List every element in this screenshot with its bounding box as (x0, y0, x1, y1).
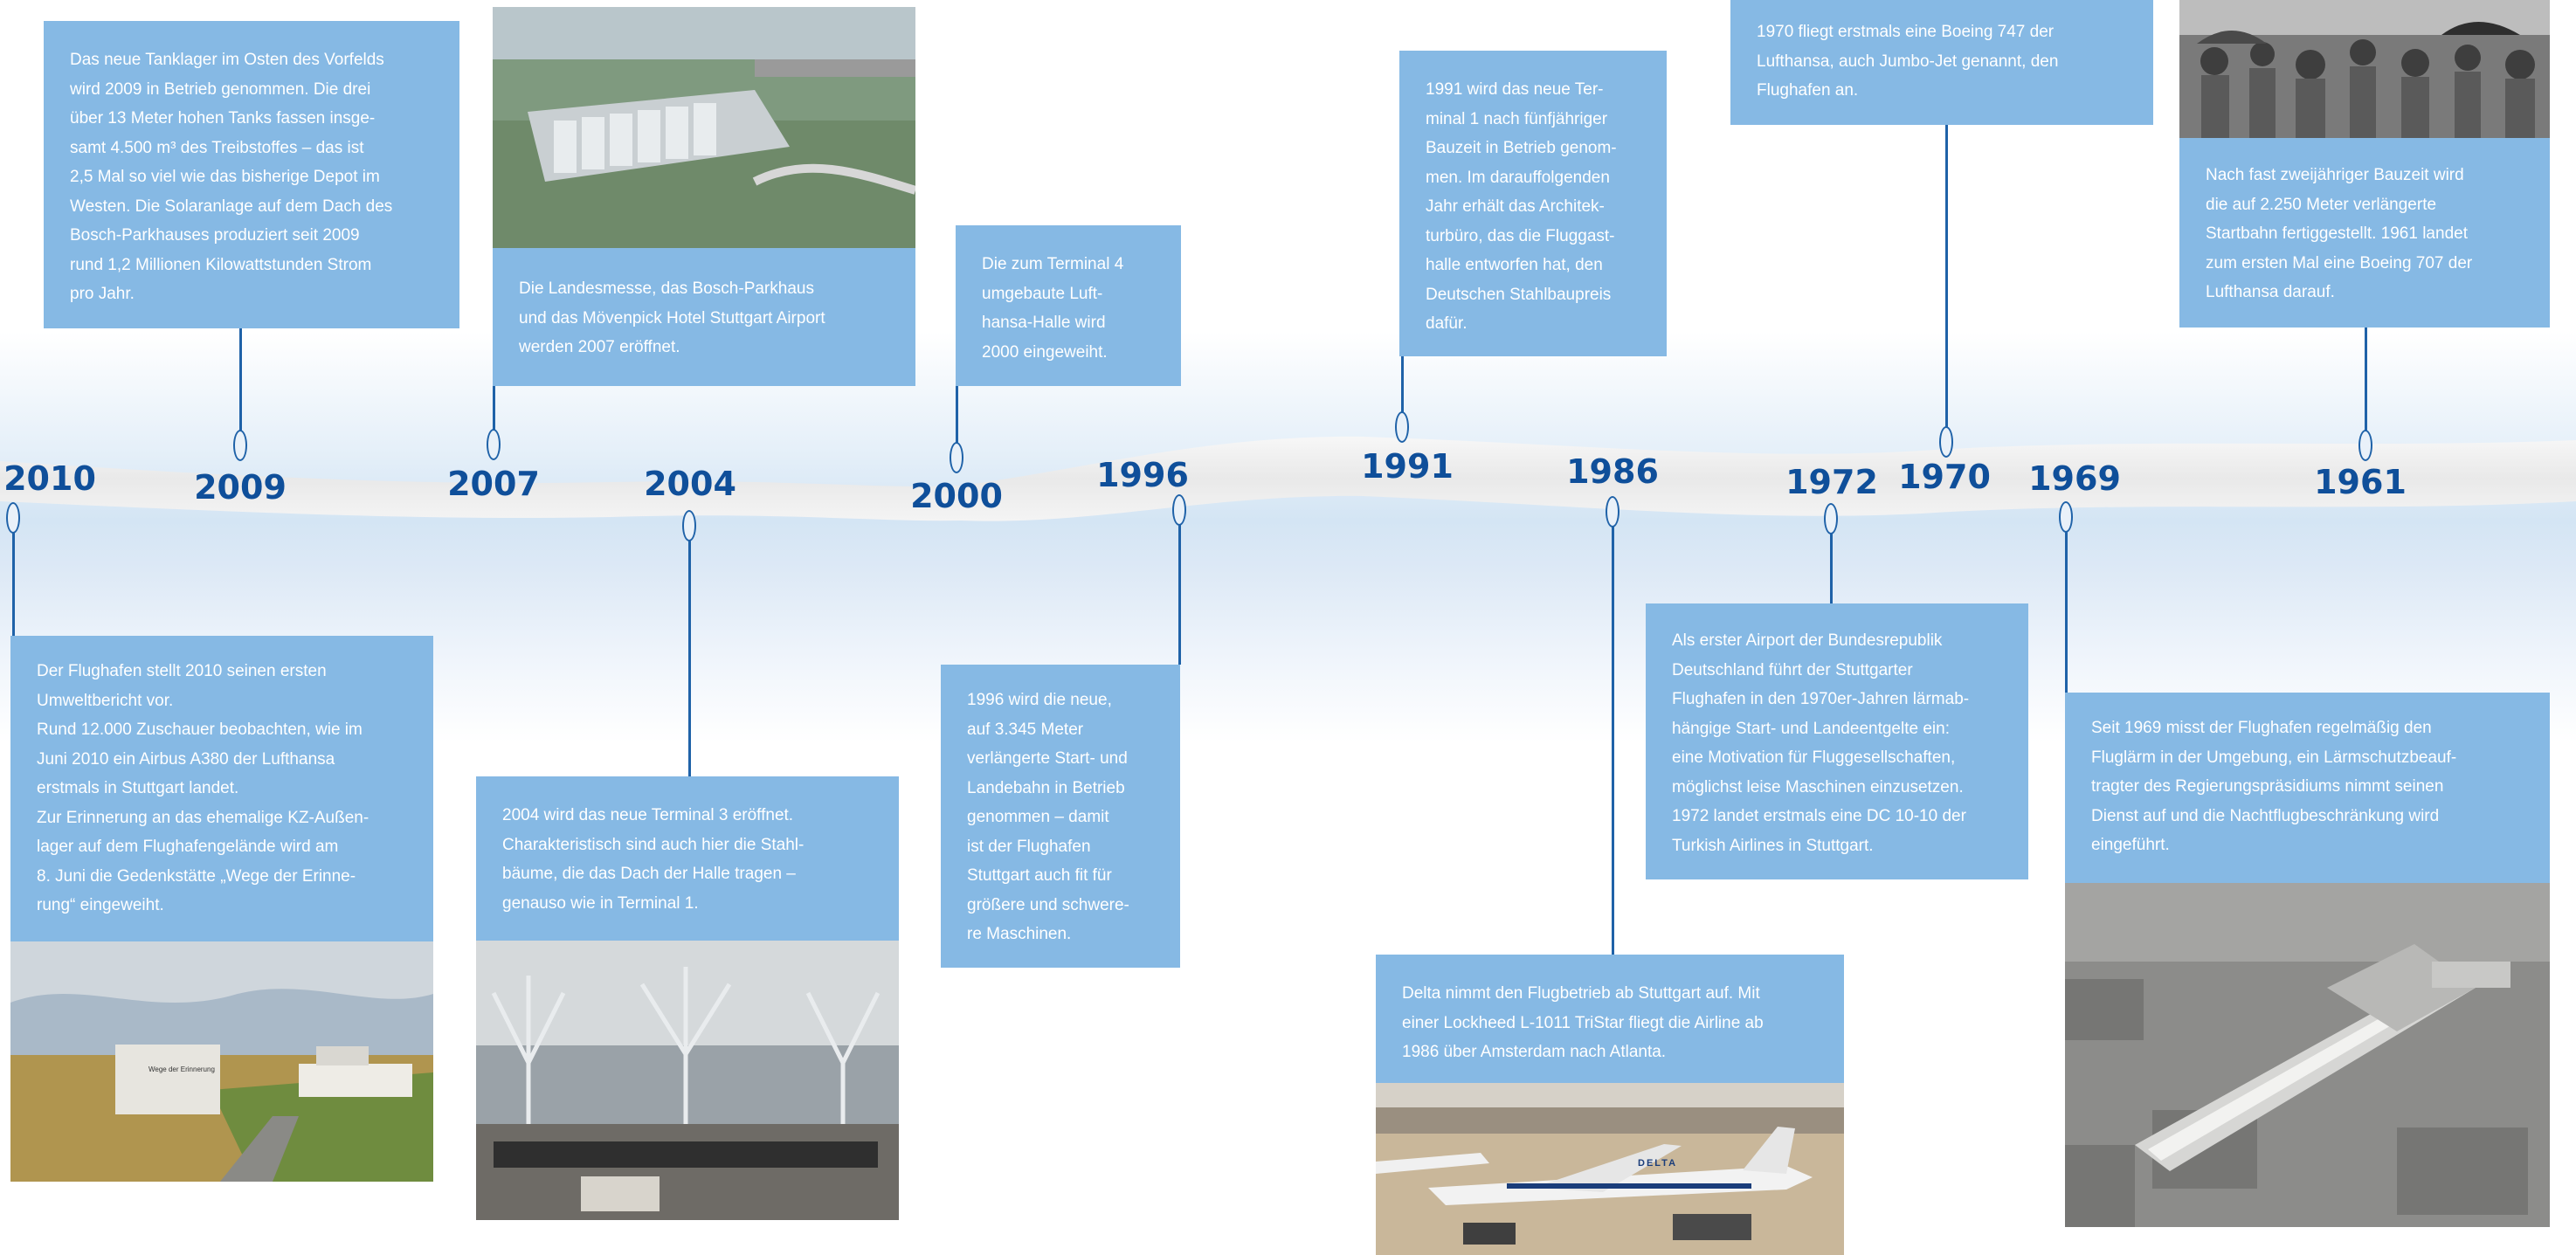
connector-1996 (1178, 525, 1181, 665)
event-1969-text: Seit 1969 misst der Flughafen regelmäßig… (2091, 719, 2457, 854)
connector-1969 (2065, 532, 2068, 693)
connector-2000 (956, 386, 958, 444)
year-2007: 2007 (447, 465, 540, 503)
event-2010-box: Der Flughafen stellt 2010 seinen ersten … (10, 636, 433, 941)
marker-1972 (1824, 503, 1838, 534)
event-2000-text: Die zum Terminal 4 umgebaute Luft- hansa… (982, 255, 1124, 362)
marker-1986 (1606, 496, 1619, 528)
year-2010: 2010 (3, 459, 96, 498)
photo-crowd-umbrellas (2179, 0, 2550, 138)
connector-1986 (1612, 527, 1614, 955)
event-2007-box: Die Landesmesse, das Bosch-Parkhaus und … (493, 248, 915, 386)
marker-2009 (233, 430, 247, 461)
event-1961-text: Nach fast zweijähriger Bauzeit wird die … (2206, 166, 2473, 301)
connector-2004 (688, 541, 691, 776)
marker-1996 (1172, 494, 1186, 526)
photo-airport-aerial-1969 (2065, 883, 2550, 1227)
event-1970-box: 1970 fliegt erstmals eine Boeing 747 der… (1730, 0, 2153, 125)
photo-memorial-site: Wege der Erinnerung (10, 941, 433, 1182)
marker-2000 (950, 442, 963, 473)
marker-1969 (2059, 501, 2073, 533)
marker-1970 (1939, 426, 1953, 458)
event-1972-text: Als erster Airport der Bundesrepublik De… (1672, 631, 1970, 855)
memorial-sign-text: Wege der Erinnerung (148, 1065, 215, 1073)
connector-2010 (12, 533, 15, 636)
event-1970-text: 1970 fliegt erstmals eine Boeing 747 der… (1757, 23, 2059, 100)
marker-1961 (2358, 430, 2372, 461)
event-2004-box: 2004 wird das neue Terminal 3 eröffnet. … (476, 776, 899, 941)
connector-1972 (1830, 534, 1833, 603)
year-1970: 1970 (1898, 458, 1991, 496)
connector-1970 (1945, 125, 1948, 429)
event-1961-box: Nach fast zweijähriger Bauzeit wird die … (2179, 138, 2550, 328)
event-2009-box: Das neue Tanklager im Osten des Vorfelds… (44, 21, 459, 328)
photo-landesmesse-aerial (493, 7, 915, 259)
year-1972: 1972 (1785, 463, 1878, 501)
event-1986-box: Delta nimmt den Flugbetrieb ab Stuttgart… (1376, 955, 1844, 1083)
connector-2007 (493, 386, 495, 431)
marker-2010 (6, 502, 20, 534)
year-2009: 2009 (194, 468, 287, 507)
event-2000-box: Die zum Terminal 4 umgebaute Luft- hansa… (956, 225, 1181, 386)
year-2004: 2004 (644, 465, 736, 503)
photo-terminal3-hall (476, 941, 899, 1220)
event-2010-text: Der Flughafen stellt 2010 seinen ersten … (37, 662, 369, 914)
connector-1991 (1401, 356, 1404, 414)
year-2000: 2000 (910, 477, 1003, 515)
year-1961: 1961 (2314, 463, 2407, 501)
year-1996: 1996 (1096, 456, 1189, 494)
event-1996-text: 1996 wird die neue, auf 3.345 Meter verl… (967, 691, 1129, 943)
marker-2004 (682, 510, 696, 541)
event-2007-text: Die Landesmesse, das Bosch-Parkhaus und … (519, 279, 825, 356)
year-1986: 1986 (1566, 452, 1659, 491)
connector-1961 (2365, 328, 2367, 432)
marker-2007 (487, 429, 501, 460)
year-1991: 1991 (1361, 447, 1454, 486)
marker-1991 (1395, 411, 1409, 443)
event-1986-text: Delta nimmt den Flugbetrieb ab Stuttgart… (1402, 984, 1764, 1061)
event-1996-box: 1996 wird die neue, auf 3.345 Meter verl… (941, 665, 1180, 968)
plane-livery-text: DELTA (1638, 1158, 1678, 1169)
event-1991-box: 1991 wird das neue Ter- minal 1 nach fün… (1399, 51, 1667, 356)
event-1972-box: Als erster Airport der Bundesrepublik De… (1646, 603, 2028, 879)
photo-delta-tristar: DELTA (1376, 1083, 1844, 1255)
event-2009-text: Das neue Tanklager im Osten des Vorfelds… (70, 51, 393, 303)
event-1969-box: Seit 1969 misst der Flughafen regelmäßig… (2065, 693, 2550, 883)
event-1991-text: 1991 wird das neue Ter- minal 1 nach fün… (1426, 80, 1617, 333)
event-2004-text: 2004 wird das neue Terminal 3 eröffnet. … (502, 806, 805, 913)
connector-2009 (239, 328, 242, 432)
year-1969: 1969 (2028, 459, 2121, 498)
